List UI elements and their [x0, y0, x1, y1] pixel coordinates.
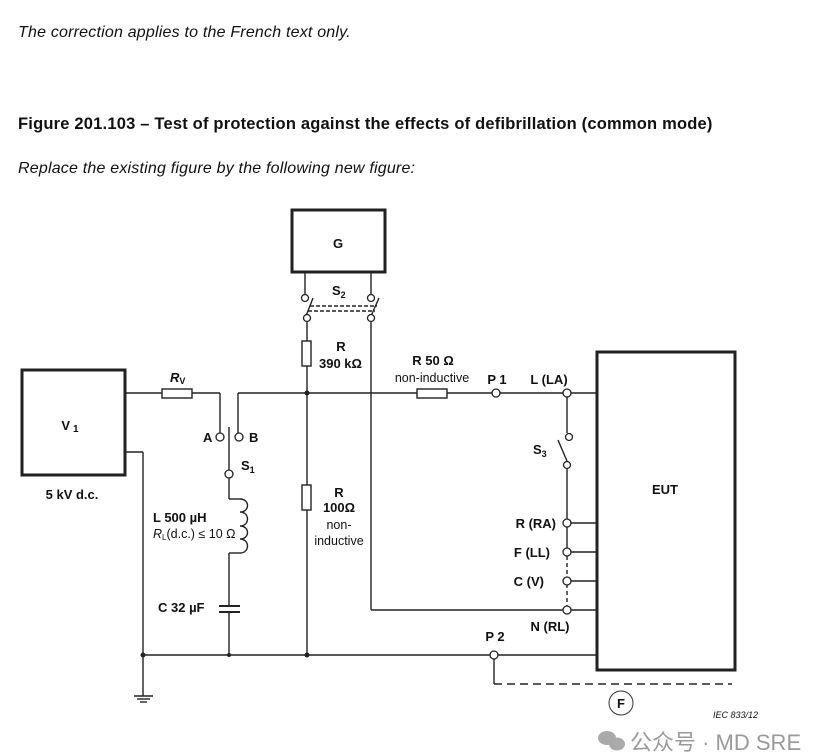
la-label: L (LA): [530, 372, 567, 387]
inductor: [239, 498, 249, 554]
replace-note: Replace the existing figure by the follo…: [18, 160, 416, 177]
inductor-label: L 500 µH: [153, 510, 207, 525]
inductor-resistance: RL(d.c.) ≤ 10 Ω: [153, 527, 236, 542]
ll-label: F (LL): [514, 545, 550, 560]
p1-label: P 1: [487, 372, 506, 387]
s2-label: S2: [332, 283, 346, 300]
figure-title: Figure 201.103 – Test of protection agai…: [18, 115, 713, 133]
v1-rating: 5 kV d.c.: [46, 487, 99, 502]
r50-note: non-inductive: [395, 371, 469, 385]
terminals: [215, 293, 574, 660]
eut-box: [595, 350, 737, 672]
ra-label: R (RA): [516, 516, 556, 531]
r100-note-1: non-: [326, 518, 351, 532]
eut-label: EUT: [652, 482, 678, 497]
v1-box: [20, 368, 127, 477]
terminal-a-label: A: [203, 430, 213, 445]
rl-label: N (RL): [531, 619, 570, 634]
r50-label: R 50 Ω: [412, 353, 454, 368]
r390-name: R: [336, 339, 346, 354]
r100-name: R: [334, 485, 344, 500]
french-marker-label: F: [617, 696, 625, 711]
s1-label: S1: [241, 458, 255, 475]
french-marker: [608, 690, 634, 716]
svg-text:公众号 · MD SRE: 公众号 · MD SRE: [630, 730, 801, 755]
p2-label: P 2: [485, 629, 504, 644]
resistor-rv: [161, 388, 193, 399]
s3-label: S3: [533, 442, 547, 459]
r100-note-2: inductive: [314, 534, 363, 548]
junction-dots: [140, 390, 310, 658]
generator-box: [290, 208, 387, 274]
resistor-100: [301, 484, 312, 511]
terminal-b-label: B: [249, 430, 258, 445]
watermark: 公众号 · MD SRE: [598, 730, 801, 755]
r390-value: 390 kΩ: [319, 356, 362, 371]
correction-note: The correction applies to the French tex…: [18, 24, 351, 41]
v-label: C (V): [514, 574, 544, 589]
capacitor-label: C 32 µF: [158, 600, 205, 615]
r100-value: 100Ω: [323, 500, 355, 515]
generator-label: G: [333, 236, 343, 251]
resistor-50: [416, 388, 448, 399]
wires: [20, 208, 737, 703]
figure-reference: IEC 833/12: [713, 710, 758, 720]
resistor-390k: [301, 340, 312, 367]
rv-label: RV: [170, 370, 185, 386]
